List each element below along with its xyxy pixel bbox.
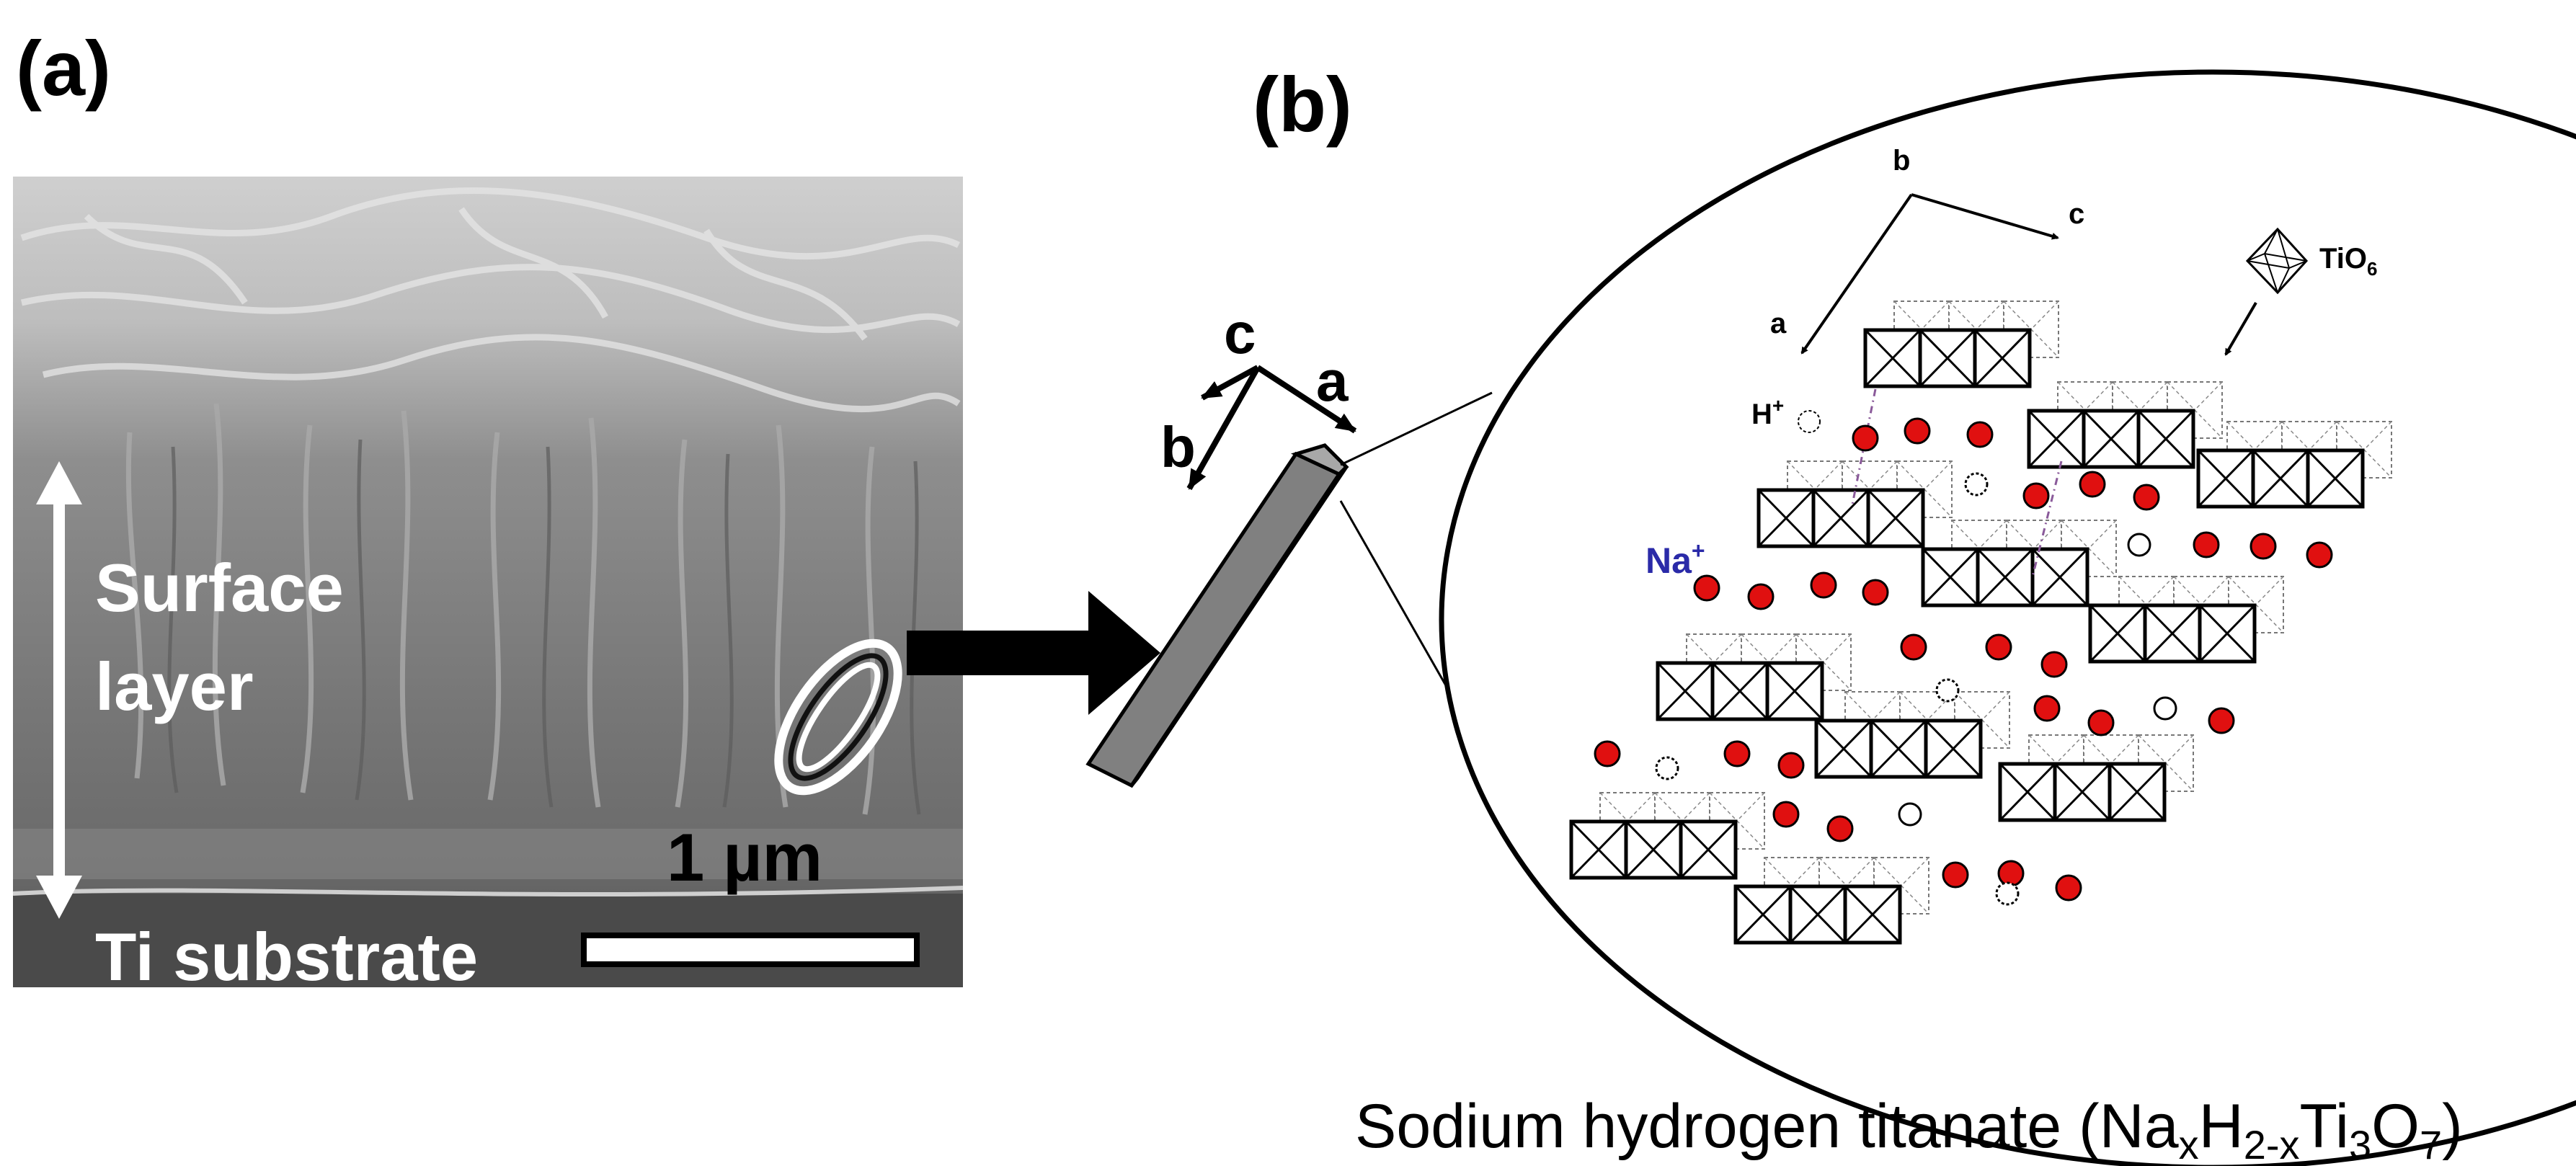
- tio6-block: [1710, 661, 1769, 721]
- na-ion: [1772, 801, 1800, 828]
- lattice-axis-c-label: c: [2069, 198, 2084, 230]
- tio6-block: [2088, 603, 2147, 664]
- tio6-block: [2251, 448, 2310, 509]
- tio6-block: [1624, 819, 1683, 880]
- tio6-block: [2027, 409, 2086, 469]
- tio6-block: [2306, 448, 2365, 509]
- na-ion: [2033, 695, 2061, 722]
- h-ion: [1935, 678, 1960, 703]
- panel-a-label: (a): [16, 25, 111, 112]
- tio6-block: [1679, 819, 1738, 880]
- rod-axes: [1186, 365, 1357, 490]
- h-ion-label: H+: [1751, 394, 1784, 430]
- na-ion: [2249, 533, 2277, 560]
- na-ion: [2022, 482, 2050, 509]
- na-ion: [2208, 707, 2235, 734]
- tio6-block: [2030, 547, 2089, 608]
- tio6-block: [1765, 661, 1824, 721]
- surface-label-line1: Surface: [95, 550, 344, 626]
- substrate-label: Ti substrate: [95, 919, 478, 994]
- tio6-block: [1788, 884, 1847, 945]
- na-ion: [1942, 861, 1969, 889]
- zoom-line-top: [1340, 391, 1493, 466]
- tio6-block: [1814, 718, 1873, 779]
- highlighted-fiber-ellipse: [774, 638, 902, 796]
- h-ion: [2153, 696, 2177, 721]
- na-ion: [2040, 651, 2068, 678]
- na-ion: [1900, 633, 1927, 661]
- na-ion: [2079, 471, 2106, 498]
- caption: Sodium hydrogen titanate (NaxH2-xTi3O7): [1355, 1092, 2463, 1166]
- rod-axis-a-label: a: [1316, 349, 1349, 413]
- tio6-block: [1918, 328, 1977, 388]
- tio6-block: [1869, 718, 1928, 779]
- titanate-lattice: [1569, 301, 2392, 945]
- na-ion: [2087, 709, 2115, 736]
- na-ion: [1904, 417, 1931, 445]
- surface-layer-arrow: [36, 461, 82, 919]
- h-ion: [1898, 802, 1922, 827]
- na-ion: [2133, 484, 2160, 511]
- tio6-block: [1921, 547, 1980, 608]
- h-ion: [1995, 881, 2020, 906]
- h-ion-legend-dot: [1798, 410, 1821, 433]
- tio6-block: [1998, 762, 2057, 822]
- na-ion: [1723, 740, 1751, 767]
- tio6-block: [1976, 547, 2035, 608]
- lattice-axis-a-label: a: [1770, 308, 1787, 339]
- scale-bar: [581, 933, 920, 967]
- tio6-block: [1866, 488, 1925, 548]
- h-ion: [1964, 472, 1989, 497]
- arrow-right-icon: [907, 591, 1160, 715]
- na-ion: [1997, 860, 2025, 887]
- tio6-block: [2143, 603, 2202, 664]
- lattice-axis-b-label: b: [1893, 145, 1910, 177]
- tio6-block: [2198, 603, 2257, 664]
- tio6-block: [2196, 448, 2255, 509]
- tio6-block: [1811, 488, 1870, 548]
- na-ion: [1810, 571, 1837, 599]
- na-ion: [2055, 874, 2082, 902]
- na-ion: [1985, 633, 2012, 661]
- na-ion: [1862, 579, 1889, 606]
- tio6-block: [1924, 718, 1983, 779]
- rod-axis-b-label: b: [1160, 415, 1196, 479]
- na-ion: [1966, 421, 1994, 448]
- panel-b-label: (b): [1253, 61, 1352, 148]
- na-ion: [1693, 574, 1720, 602]
- na-ion: [1747, 583, 1775, 610]
- rod-axis-c-label: c: [1224, 301, 1256, 365]
- tio6-block: [1569, 819, 1628, 880]
- na-ion: [1852, 424, 1879, 452]
- lattice-guide-line: [2031, 460, 2063, 577]
- tio6-block: [2108, 762, 2167, 822]
- tio6-block: [1733, 884, 1793, 945]
- lattice-axes: [1800, 193, 2059, 355]
- nanorod-icon: [1085, 443, 1349, 788]
- h-ion: [2127, 533, 2151, 557]
- na-ion: [2193, 531, 2220, 558]
- tio6-block: [1756, 488, 1816, 548]
- tio6-label: TiO6: [2319, 243, 2377, 280]
- tio6-block: [2082, 409, 2141, 469]
- na-ion: [1777, 752, 1805, 779]
- na-ion: [1594, 740, 1621, 767]
- tio6-block: [1656, 661, 1715, 721]
- surface-label-line2: layer: [95, 649, 254, 724]
- na-ion-label: Na+: [1645, 538, 1705, 581]
- h-ion: [1655, 756, 1679, 780]
- tio6-block: [1973, 328, 2032, 388]
- tio6-octahedron-icon: [2224, 227, 2309, 356]
- tio6-block: [1843, 884, 1902, 945]
- na-ion: [2306, 541, 2333, 569]
- na-ion: [1826, 815, 1854, 842]
- ion-layer: [1594, 417, 2333, 906]
- sem-image: [12, 177, 964, 987]
- scale-bar-label: 1 µm: [667, 819, 822, 895]
- tio6-block: [2136, 409, 2195, 469]
- lattice-zoom-circle: [1439, 69, 2576, 1166]
- tio6-block: [1863, 328, 1922, 388]
- tio6-block: [2053, 762, 2112, 822]
